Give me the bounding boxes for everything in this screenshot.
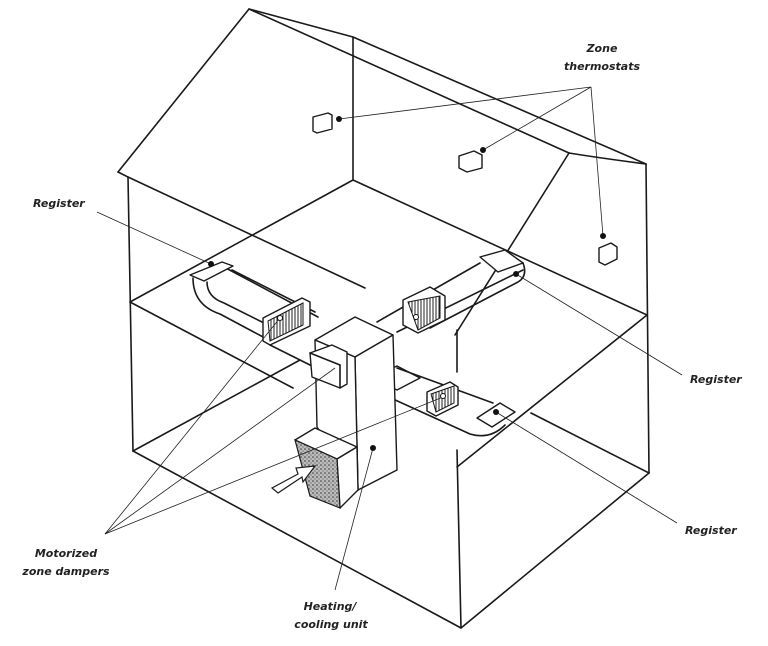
zone-thermostats-label-2: thermostats — [564, 60, 640, 73]
leader-lines — [96, 86, 683, 591]
damper-box-front — [309, 344, 348, 389]
duct-left — [189, 261, 319, 367]
heating-cooling-unit — [270, 316, 398, 509]
zone-thermostats-label: Zone — [586, 42, 618, 55]
heating-unit-label: Heating/ — [304, 600, 358, 613]
heating-unit-label-2: cooling unit — [294, 618, 368, 631]
duct-right-upper — [376, 249, 526, 334]
register-label-right-upper: Register — [690, 373, 742, 386]
roof — [117, 8, 647, 289]
thermostat-3 — [598, 242, 618, 266]
callout-dots — [208, 116, 606, 451]
register-label-left: Register — [33, 197, 85, 210]
motorized-dampers-label-2: zone dampers — [21, 565, 110, 578]
thermostats — [312, 112, 618, 266]
register-right-upper-plate — [479, 249, 524, 273]
airflow-arrow-icon — [270, 465, 317, 494]
thermostat-1 — [312, 112, 333, 134]
motorized-dampers-label: Motorized — [35, 547, 97, 560]
thermostat-2 — [458, 150, 483, 173]
register-label-right-lower: Register — [685, 524, 737, 537]
